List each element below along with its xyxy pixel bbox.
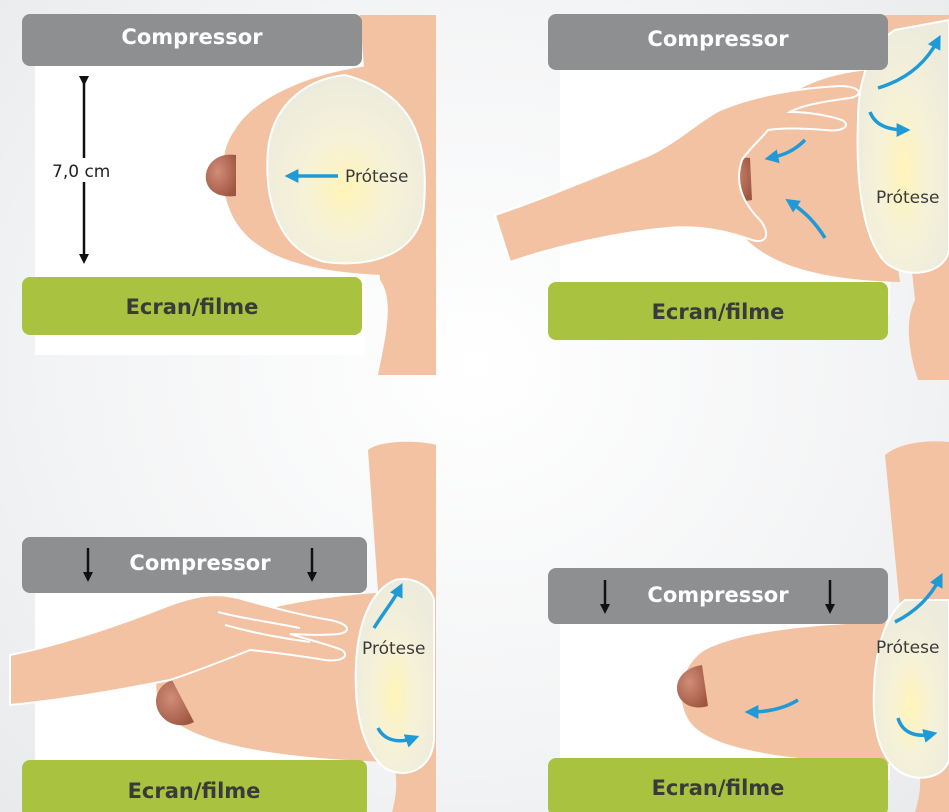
implant	[356, 579, 434, 773]
compressor-label: Compressor	[121, 25, 263, 49]
panel-bottom-right: Compressor Ecran/filme Prótese	[548, 441, 949, 812]
implant-label: Prótese	[362, 639, 425, 659]
panel-top-right: Compressor Ecran/filme Prótese	[495, 14, 949, 380]
panel-top-left: Compressor Ecran/filme 7,0 cm Prótese	[22, 14, 436, 375]
compressor-label: Compressor	[647, 27, 789, 51]
implant	[874, 600, 949, 778]
implant-label: Prótese	[345, 167, 408, 187]
screen-label: Ecran/filme	[128, 779, 261, 803]
implant-label: Prótese	[876, 188, 939, 208]
compressor-label: Compressor	[129, 551, 271, 575]
implant-label: Prótese	[876, 638, 939, 658]
panel-bottom-left: Compressor Ecran/filme Prótese	[10, 442, 436, 812]
compressor-label: Compressor	[647, 583, 789, 607]
screen-label: Ecran/filme	[652, 776, 785, 800]
screen-label: Ecran/filme	[652, 300, 785, 324]
distance-label: 7,0 cm	[52, 162, 110, 182]
screen-label: Ecran/filme	[126, 295, 259, 319]
